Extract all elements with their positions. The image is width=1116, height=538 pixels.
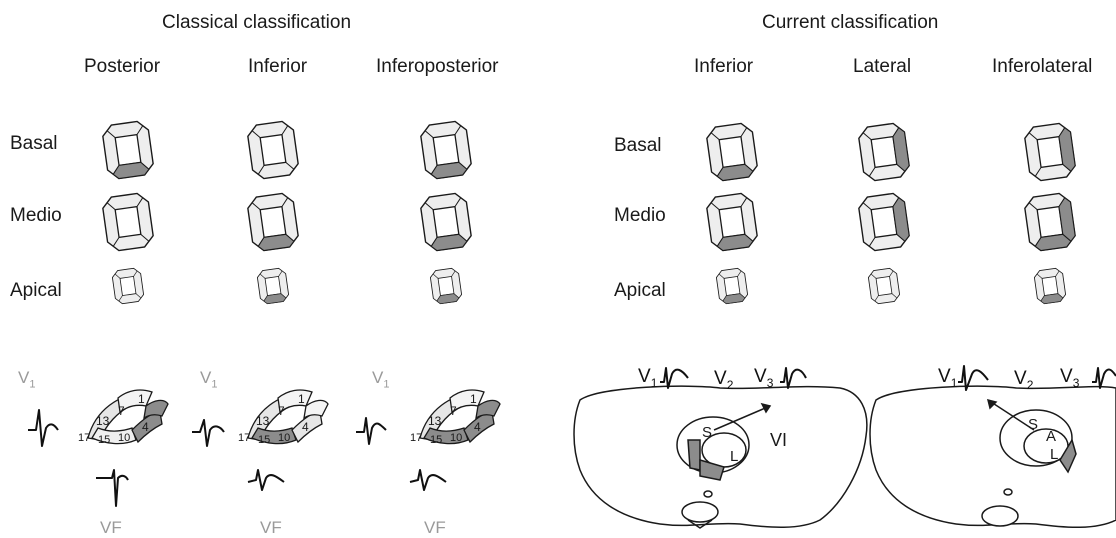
segment-inferoposterior-basal: [418, 119, 474, 181]
lead-v1-inferoposterior: V1: [372, 368, 390, 391]
col-current-lateral: Lateral: [853, 56, 912, 77]
ecg-vf-inferoposterior: [409, 469, 447, 491]
ecg-classical: [28, 409, 447, 507]
segment-cur-inferior-apical: [715, 267, 749, 305]
wall-letter-s-1: S: [702, 424, 713, 441]
segment-inferior-apical: [256, 267, 290, 305]
col-current-inferolateral: Inferolateral: [992, 56, 1093, 77]
lead-v1-inferior: V1: [200, 368, 218, 391]
vector-label-vi: VI: [770, 430, 788, 450]
seg-num-10-b: 10: [278, 432, 291, 444]
ecg-vf-inferior: [247, 469, 285, 491]
seg-num-1-a: 1: [138, 392, 145, 406]
segment-cur-inferolateral-basal: [1022, 121, 1078, 183]
lead-vf-inferior: VF: [260, 518, 282, 537]
classical-title: Classical classification: [162, 12, 352, 33]
lead-cur-v2: V2: [714, 368, 734, 392]
ecg-v1-posterior: [28, 409, 59, 447]
segment-posterior-medio: [100, 191, 156, 253]
lead-cur-v3: V3: [754, 366, 774, 390]
ecg-v1-inferior: [192, 419, 225, 447]
row-medio-left: Medio: [10, 205, 62, 226]
lead-cur2-v2: V2: [1014, 368, 1034, 392]
seg-num-7-c: 7: [450, 404, 457, 418]
heart-segment-band-inferior: [247, 389, 329, 445]
seg-num-7-b: 7: [278, 404, 285, 418]
col-classical-inferoposterior: Inferoposterior: [376, 56, 499, 77]
seg-num-4-c: 4: [474, 420, 481, 434]
segment-cur-lateral-basal: [856, 121, 912, 183]
segment-inferior-medio: [245, 191, 301, 253]
segment-cur-inferior-basal: [704, 121, 760, 183]
wall-letter-s-2: S: [1028, 416, 1039, 433]
segment-cur-inferior-medio: [704, 191, 760, 253]
seg-num-1-c: 1: [470, 392, 477, 406]
segment-posterior-basal: [100, 119, 156, 181]
wall-letter-a-2: A: [1046, 428, 1057, 445]
ecg-current: [660, 365, 1116, 391]
ecg-cur-v1: [660, 367, 689, 389]
ecg-cur-v3: [780, 367, 807, 389]
col-classical-posterior: Posterior: [84, 56, 161, 77]
lead-vf-posterior: VF: [100, 518, 122, 537]
seg-num-17-b: 17: [238, 432, 251, 444]
row-apical-left: Apical: [10, 280, 62, 301]
lead-vf-inferoposterior: VF: [424, 518, 446, 537]
wall-letter-l-1: L: [730, 448, 739, 465]
lead-cur2-v1: V1: [938, 366, 958, 390]
segment-posterior-apical: [111, 267, 145, 305]
seg-num-15-c: 15: [430, 434, 443, 446]
col-current-inferior: Inferior: [694, 56, 754, 77]
torso-section-1: [573, 385, 868, 529]
ecg-v1-inferoposterior: [356, 417, 387, 445]
seg-num-7-a: 7: [118, 404, 125, 418]
row-basal-left: Basal: [10, 133, 58, 154]
lead-cur2-v3: V3: [1060, 366, 1080, 390]
seg-num-1-b: 1: [298, 392, 305, 406]
segment-inferior-basal: [245, 119, 301, 181]
heart-segment-band-inferoposterior: [419, 389, 501, 445]
row-medio-right: Medio: [614, 205, 666, 226]
segment-cur-inferolateral-medio: [1022, 191, 1078, 253]
col-classical-inferior: Inferior: [248, 56, 308, 77]
lead-cur-v1: V1: [638, 366, 658, 390]
lead-v1-posterior: V1: [18, 368, 36, 391]
ecg-cur2-v1: [958, 365, 989, 391]
seg-num-10-a: 10: [118, 432, 131, 444]
seg-num-15-a: 15: [98, 434, 111, 446]
seg-num-4-a: 4: [142, 420, 149, 434]
seg-num-17-a: 17: [78, 432, 91, 444]
torso-section-2: [869, 385, 1116, 528]
ecg-vf-posterior: [96, 469, 129, 507]
row-apical-right: Apical: [614, 280, 666, 301]
segment-cur-lateral-apical: [867, 267, 901, 305]
seg-num-13-b: 13: [256, 414, 270, 428]
seg-num-4-b: 4: [302, 420, 309, 434]
seg-num-15-b: 15: [258, 434, 271, 446]
seg-num-17-c: 17: [410, 432, 423, 444]
seg-num-13-a: 13: [96, 414, 110, 428]
seg-num-10-c: 10: [450, 432, 463, 444]
row-basal-right: Basal: [614, 135, 662, 156]
current-title: Current classification: [762, 12, 939, 33]
segment-cur-lateral-medio: [856, 191, 912, 253]
heart-segment-band-posterior: [87, 389, 169, 445]
wall-letter-l-2: L: [1050, 446, 1059, 463]
segment-cur-inferolateral-apical: [1033, 267, 1067, 305]
seg-num-13-c: 13: [428, 414, 442, 428]
segment-inferoposterior-medio: [418, 191, 474, 253]
segment-inferoposterior-apical: [429, 267, 463, 305]
ecg-cur2-v3: [1092, 367, 1116, 389]
